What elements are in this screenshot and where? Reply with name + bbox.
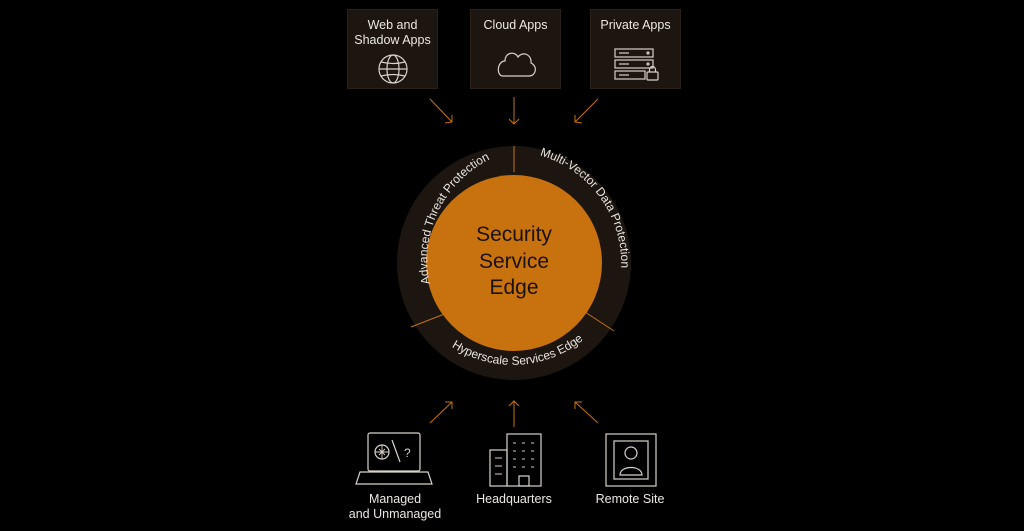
endpoint-label-remote-site: Remote Site: [595, 492, 665, 506]
endpoint-label-headquarters: Headquarters: [476, 492, 552, 506]
source-box-web-shadow-apps[interactable]: Web and Shadow Apps: [347, 9, 438, 89]
laptop-icon: ?: [355, 432, 433, 485]
arrow-web-apps: [429, 98, 453, 124]
endpoint-label-managed: Managed and Unmanaged: [348, 492, 442, 521]
sse-core-circle: [426, 175, 602, 351]
arrow-remote-site: [574, 401, 599, 424]
inbound-arrows-bottom: [429, 400, 599, 427]
ring-divider-right: [584, 311, 615, 332]
ring-divider-left: [410, 312, 448, 328]
svg-text:?: ?: [404, 446, 411, 460]
source-box-cloud-apps[interactable]: Cloud Apps: [470, 9, 561, 89]
sse-core-title: Security Service Edge: [476, 223, 552, 299]
cloud-icon: [497, 52, 536, 77]
source-label-web-shadow-apps: Web and Shadow Apps: [354, 18, 431, 47]
source-box-private-apps[interactable]: Private Apps: [590, 9, 681, 89]
source-label-cloud-apps: Cloud Apps: [483, 18, 548, 32]
source-label-private-apps: Private Apps: [600, 18, 671, 32]
arrow-private-apps: [574, 98, 599, 124]
user-badge-icon: [605, 433, 657, 487]
arrow-headquarters: [508, 400, 520, 427]
server-lock-icon: [613, 48, 659, 81]
arrow-managed: [429, 401, 453, 424]
arrow-cloud-apps: [508, 97, 520, 125]
globe-icon: [377, 54, 408, 84]
inbound-arrows-top: [429, 97, 599, 125]
building-icon: [489, 433, 542, 487]
